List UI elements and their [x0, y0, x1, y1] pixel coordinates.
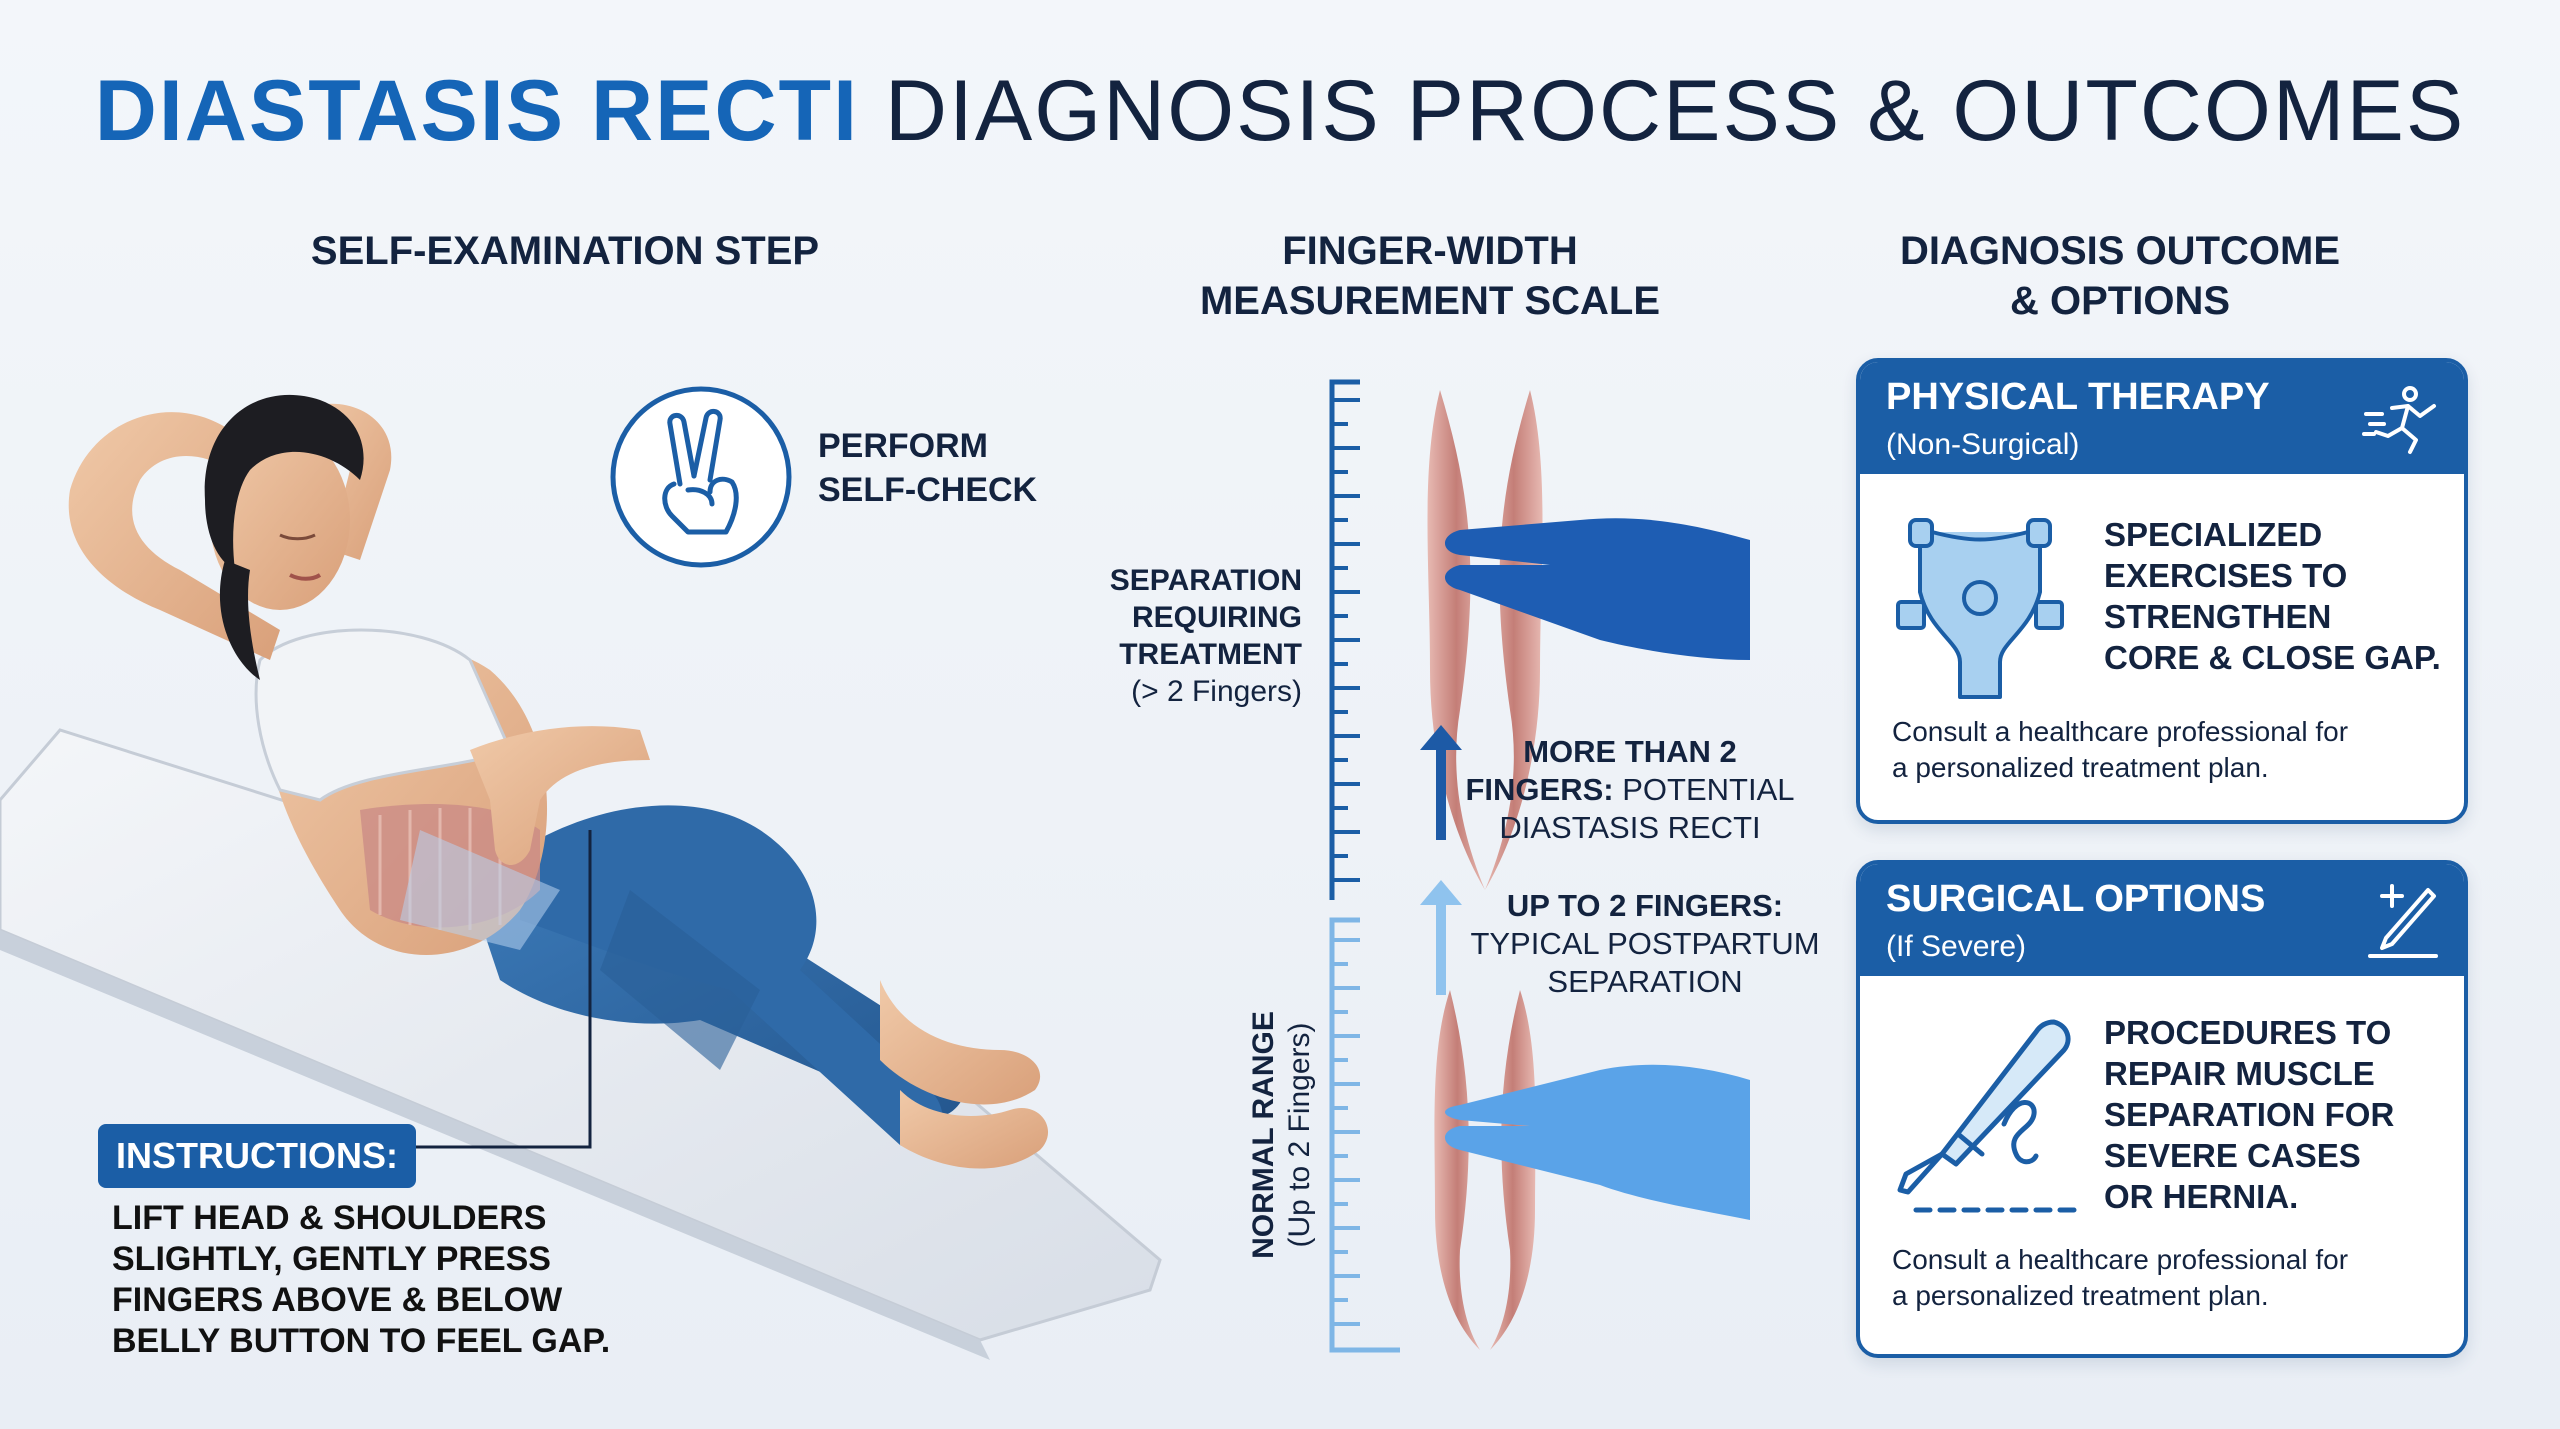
upto-line2: TYPICAL POSTPARTUM: [1470, 926, 1820, 961]
surgery-body-line3: SEPARATION FOR: [2104, 1096, 2395, 1133]
physical-therapy-card: PHYSICAL THERAPY (Non-Surgical) SPECIALI…: [1856, 358, 2468, 824]
therapy-note-line2: a personalized treatment plan.: [1892, 752, 2269, 783]
surgery-body-line4: SEVERE CASES: [2104, 1137, 2361, 1174]
head: [204, 394, 364, 680]
muscle-diagram-bottom: [1434, 990, 1536, 1350]
measurement-scale: [1329, 379, 1750, 1353]
physical-therapy-subtitle: (Non-Surgical): [1886, 428, 2080, 461]
normal-range-label: NORMAL RANGE (Up to 2 Fingers): [1246, 980, 1318, 1290]
separation-line1: SEPARATION: [1109, 564, 1302, 597]
scale-heading-line2: MEASUREMENT SCALE: [1199, 279, 1661, 323]
more-than-two-label: MORE THAN 2 FINGERS: POTENTIAL DIASTASIS…: [1460, 733, 1800, 847]
self-check-line2: SELF-CHECK: [818, 471, 1038, 509]
running-person-icon: [2362, 386, 2436, 454]
scale-heading: FINGER-WIDTH MEASUREMENT SCALE: [1130, 226, 1730, 326]
surgical-options-title: SURGICAL OPTIONS: [1886, 878, 2266, 920]
more-line1: MORE THAN 2: [1523, 734, 1737, 769]
physical-therapy-body: SPECIALIZED EXERCISES TO STRENGTHEN CORE…: [2104, 514, 2441, 678]
scale-heading-line1: FINGER-WIDTH: [1282, 229, 1578, 273]
outcome-heading-line2: & OPTIONS: [2009, 279, 2231, 323]
dark-hand-top: [1445, 518, 1750, 660]
arms: [68, 403, 392, 660]
surgical-options-subtitle: (If Severe): [1886, 930, 2027, 963]
self-check-line1: PERFORM: [818, 427, 988, 465]
separation-line2: REQUIRING: [1131, 601, 1302, 634]
scalpel-suture-icon: [1897, 1019, 2079, 1213]
therapy-body-line4: CORE & CLOSE GAP.: [2104, 639, 2441, 676]
yoga-mat: [0, 728, 1162, 1360]
instructions-line4: BELLY BUTTON TO FEEL GAP.: [112, 1322, 611, 1360]
upto-line1: UP TO 2 FINGERS:: [1506, 888, 1784, 923]
surgical-options-header: SURGICAL OPTIONS (If Severe): [1860, 864, 2464, 976]
arrow-up-dark: [1420, 725, 1462, 840]
surgical-options-body: PROCEDURES TO REPAIR MUSCLE SEPARATION F…: [2104, 1012, 2394, 1217]
instructions-line2: SLIGHTLY, GENTLY PRESS: [112, 1240, 551, 1278]
surgical-options-card: SURGICAL OPTIONS (If Severe) PROCEDURES …: [1856, 860, 2468, 1358]
up-to-two-label: UP TO 2 FINGERS: TYPICAL POSTPARTUM SEPA…: [1455, 887, 1835, 1001]
instructions-line3: FINGERS ABOVE & BELOW: [112, 1281, 563, 1319]
page-title: DIASTASIS RECTI DIAGNOSIS PROCESS & OUTC…: [0, 62, 2560, 161]
more-line2-bold: FINGERS:: [1465, 772, 1614, 807]
outcome-heading: DIAGNOSIS OUTCOME & OPTIONS: [1860, 226, 2380, 326]
instructions-label: INSTRUCTIONS:: [98, 1124, 416, 1188]
instructions-line1: LIFT HEAD & SHOULDERS: [112, 1199, 547, 1237]
physical-therapy-title: PHYSICAL THERAPY: [1886, 376, 2270, 418]
self-check-label: PERFORM SELF-CHECK: [818, 424, 1058, 512]
light-hand-bottom: [1445, 1064, 1750, 1220]
title-accent: DIASTASIS RECTI: [94, 63, 859, 159]
therapy-body-line1: SPECIALIZED: [2104, 516, 2323, 553]
separation-line4: (> 2 Fingers): [1131, 675, 1302, 708]
more-line3: DIASTASIS RECTI: [1499, 810, 1761, 845]
pressing-hand: [470, 726, 650, 865]
instructions-text: LIFT HEAD & SHOULDERS SLIGHTLY, GENTLY P…: [112, 1198, 672, 1362]
physical-therapy-header: PHYSICAL THERAPY (Non-Surgical): [1860, 362, 2464, 474]
therapy-body-line3: STRENGTHEN: [2104, 598, 2332, 635]
therapy-note-line1: Consult a healthcare professional for: [1892, 716, 2349, 747]
feet: [880, 980, 1049, 1169]
ruler: [1329, 379, 1400, 1353]
therapy-body-line2: EXERCISES TO: [2104, 557, 2348, 594]
resistance-band-icon: [1896, 518, 2064, 699]
self-check-illustration: [0, 394, 1162, 1360]
surgery-body-line5: OR HERNIA.: [2104, 1178, 2299, 1215]
normal-range-line1: NORMAL RANGE: [1247, 1011, 1280, 1259]
leggings: [470, 805, 967, 1149]
upto-line3: SEPARATION: [1547, 964, 1743, 999]
separation-line3: TREATMENT: [1119, 638, 1302, 671]
scalpel-cross-icon: [2368, 884, 2438, 958]
surgery-body-line2: REPAIR MUSCLE: [2104, 1055, 2375, 1092]
title-rest: DIAGNOSIS PROCESS & OUTCOMES: [884, 63, 2466, 159]
surgery-body-line1: PROCEDURES TO: [2104, 1014, 2392, 1051]
surgery-note-line2: a personalized treatment plan.: [1892, 1280, 2269, 1311]
two-fingers-hand-icon: [610, 386, 792, 568]
outcome-heading-line1: DIAGNOSIS OUTCOME: [1899, 229, 2341, 273]
instructions-pointer-line: [398, 830, 592, 1149]
normal-range-line2: (Up to 2 Fingers): [1283, 1022, 1316, 1248]
arrow-up-light: [1420, 880, 1462, 995]
self-exam-heading: SELF-EXAMINATION STEP: [310, 229, 820, 273]
surgical-options-note: Consult a healthcare professional for a …: [1892, 1242, 2432, 1314]
physical-therapy-note: Consult a healthcare professional for a …: [1892, 714, 2432, 786]
surgery-note-line1: Consult a healthcare professional for: [1892, 1244, 2349, 1275]
more-line2-rest: POTENTIAL: [1613, 772, 1795, 807]
separation-treatment-label: SEPARATION REQUIRING TREATMENT (> 2 Fing…: [1050, 562, 1302, 710]
